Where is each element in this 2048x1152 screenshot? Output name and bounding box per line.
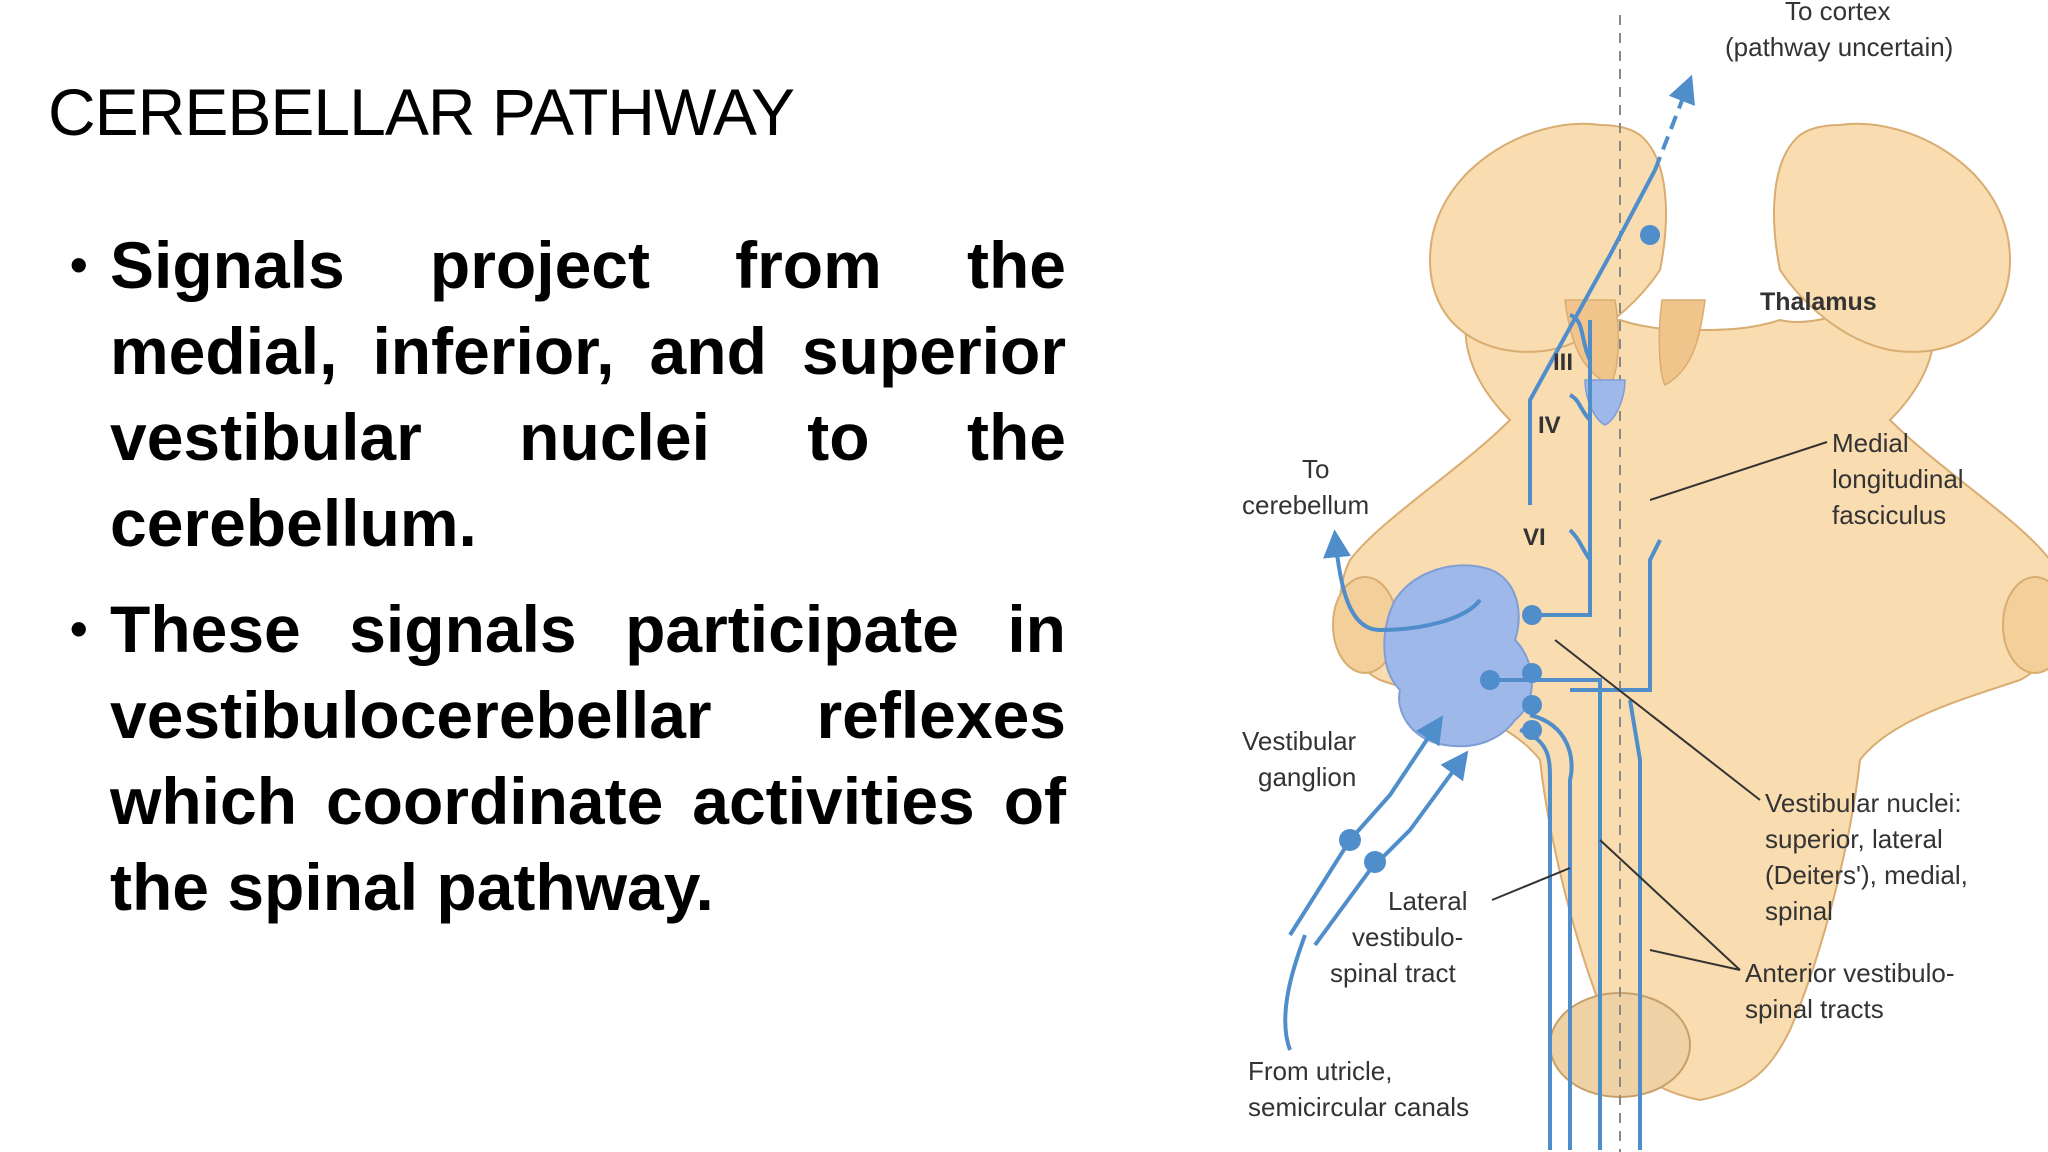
cerebellum-path xyxy=(1323,529,1482,633)
label-vestibular-nuclei-3: (Deiters'), medial, xyxy=(1765,860,1968,890)
bullet-item: • Signals project from the medial, infer… xyxy=(70,222,1066,566)
vestibular-nuclei xyxy=(1383,564,1533,748)
bullet-text: These signals participate in vestibuloce… xyxy=(110,592,1066,924)
thalamus-left-lobe xyxy=(1428,122,1667,353)
label-vestibular-ganglion-2: ganglion xyxy=(1258,762,1356,792)
leader-vestibular-nuclei xyxy=(1554,639,1761,801)
label-cranial-III: III xyxy=(1553,349,1573,376)
bullet-dot-icon: • xyxy=(70,601,88,657)
right-peduncle xyxy=(2002,576,2048,674)
neuron-dot xyxy=(1480,670,1500,690)
cn3-branch xyxy=(1569,313,1592,361)
neuron-dot xyxy=(1522,695,1542,715)
label-to-cerebellum-1: To xyxy=(1302,454,1329,484)
leader-anterior-tracts-1 xyxy=(1599,839,1741,971)
label-vestibular-ganglion-1: Vestibular xyxy=(1242,726,1357,756)
descending-right xyxy=(1529,713,1574,1150)
label-mlf-3: fasciculus xyxy=(1832,500,1946,530)
label-lateral-tract-1: Lateral xyxy=(1388,886,1468,916)
utricle-input xyxy=(1283,934,1307,1051)
cortex-pathway-dashed xyxy=(1653,74,1695,171)
ganglion-afferent-1 xyxy=(1288,715,1444,937)
mlf-right-a xyxy=(1570,539,1662,692)
label-vestibular-nuclei-2: superior, lateral xyxy=(1765,824,1943,854)
cortex-pathway xyxy=(1528,169,1657,505)
bullet-dot-icon: • xyxy=(70,237,88,293)
label-lateral-tract-3: spinal tract xyxy=(1330,958,1456,988)
label-mlf-1: Medial xyxy=(1832,428,1909,458)
bullet-text: Signals project from the medial, inferio… xyxy=(110,228,1066,560)
label-mlf-2: longitudinal xyxy=(1832,464,1964,494)
neuron-dot xyxy=(1522,605,1542,625)
label-to-cerebellum-2: cerebellum xyxy=(1242,490,1369,520)
ganglion-dot xyxy=(1339,829,1361,851)
leader-lateral-tract xyxy=(1491,867,1571,901)
slide-title: CEREBELLAR PATHWAY xyxy=(48,75,795,149)
ganglion-dot xyxy=(1364,851,1386,873)
label-from-utricle-1: From utricle, xyxy=(1248,1056,1392,1086)
midbrain-right-shade xyxy=(1658,299,1706,387)
bullet-list: • Signals project from the medial, infer… xyxy=(70,222,1066,950)
thalamic-relay-dot xyxy=(1640,225,1660,245)
thalamus-right-lobe xyxy=(1773,122,2012,353)
cn4-branch xyxy=(1568,393,1592,422)
label-from-utricle-2: semicircular canals xyxy=(1248,1092,1469,1122)
label-to-cortex-2: (pathway uncertain) xyxy=(1725,32,1953,62)
label-thalamus: Thalamus xyxy=(1760,288,1877,316)
label-lateral-tract-2: vestibulo- xyxy=(1352,922,1463,952)
label-vestibular-nuclei-4: spinal xyxy=(1765,896,1833,926)
neuron-dot xyxy=(1522,663,1542,683)
mlf-right-b xyxy=(1628,699,1642,1150)
label-anterior-tracts-2: spinal tracts xyxy=(1745,994,1884,1024)
label-cranial-IV: IV xyxy=(1538,412,1561,439)
label-anterior-tracts-1: Anterior vestibulo- xyxy=(1745,958,1955,988)
vestibular-pathway-diagram: To cortex (pathway uncertain) Thalamus I… xyxy=(1242,0,2048,1152)
cn6-branch xyxy=(1568,528,1592,562)
ganglion-afferent-2 xyxy=(1313,750,1469,947)
label-vestibular-nuclei-1: Vestibular nuclei: xyxy=(1765,788,1962,818)
leader-anterior-tracts-2 xyxy=(1649,949,1741,971)
oculomotor-nucleus xyxy=(1584,379,1626,426)
bullet-item: • These signals participate in vestibulo… xyxy=(70,586,1066,930)
neuron-dot xyxy=(1522,720,1542,740)
label-to-cortex-1: To cortex xyxy=(1785,0,1891,26)
label-cranial-VI: VI xyxy=(1523,524,1546,551)
leader-mlf xyxy=(1649,441,1828,501)
